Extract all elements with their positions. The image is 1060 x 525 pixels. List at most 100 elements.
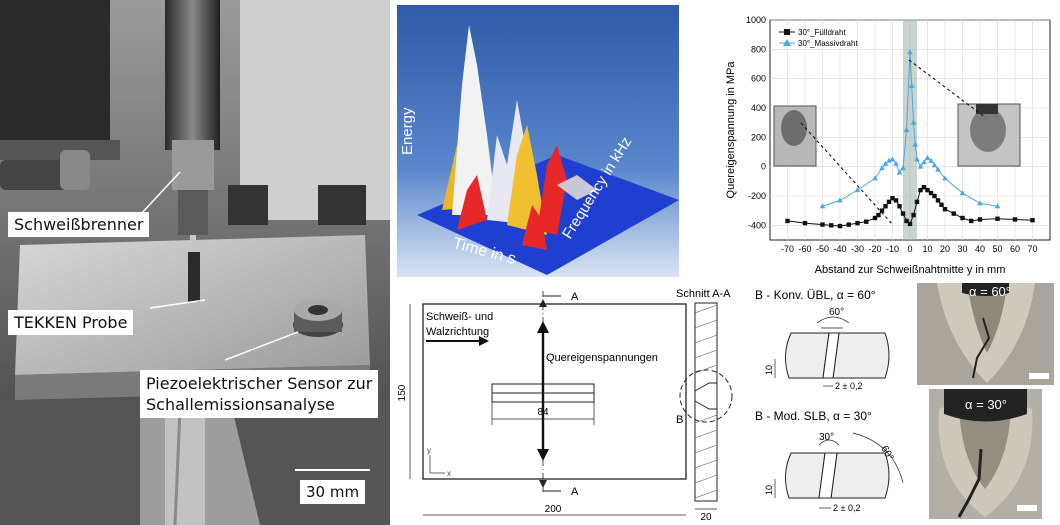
- series-1-point: [935, 198, 941, 203]
- spectro-energy-label: Energy: [399, 107, 416, 155]
- chart-y-label: Quereigenspannung in MPa: [725, 61, 737, 199]
- y-tick-label: 600: [751, 74, 766, 84]
- inset-left-micrograph: [773, 105, 817, 167]
- label-sensor: Piezoelektrischer Sensor zur Schallemiss…: [140, 370, 379, 418]
- cut-detail-label: B: [676, 414, 683, 426]
- groove-bottom-gap: 2 ± 0,2: [833, 503, 860, 513]
- series-2-point: [819, 203, 826, 209]
- series-1-point: [921, 185, 927, 190]
- groove-top-height: 10: [764, 365, 774, 375]
- series-1-point: [928, 190, 934, 196]
- x-tick-label: -20: [868, 244, 881, 254]
- groove-top-gap: 2 ± 0,2: [835, 381, 862, 391]
- specimen-plate: [422, 303, 687, 480]
- spectrogram-drawing: [397, 5, 679, 277]
- series-2-point: [977, 200, 983, 206]
- series-1-point: [876, 212, 881, 218]
- macro-top-label: α = 60°: [969, 284, 1011, 299]
- section-marker-top: A: [571, 291, 579, 303]
- series-2-point: [900, 165, 906, 171]
- specimen-drawing: A A Schweiß- und Walzrichtung Quereigens…: [393, 283, 753, 525]
- series-1-point: [802, 220, 808, 226]
- groove-top-angle: 60°: [829, 307, 844, 318]
- dim-150: 150: [397, 384, 408, 401]
- groove-details: B - Konv. ÜBL, α = 60° 60° 10 2 ± 0,2 B …: [753, 283, 913, 525]
- series-2-point: [931, 162, 938, 168]
- series-1-point: [864, 219, 869, 224]
- series-1-point: [914, 199, 920, 205]
- axis-x-label: x: [447, 469, 451, 478]
- cut-title: Schnitt A-A: [676, 288, 731, 300]
- y-tick-label: 200: [751, 132, 766, 142]
- series-1-point: [872, 215, 878, 221]
- series-1-point: [893, 198, 899, 203]
- series-2-point: [893, 160, 899, 166]
- series-1-point: [883, 204, 888, 209]
- series-1-point: [907, 221, 913, 227]
- x-tick-label: -40: [833, 244, 846, 254]
- groove-bottom-drawing: 30° 60° 10 2 ± 0,2: [764, 432, 904, 513]
- scale-bar-label: 30 mm: [300, 480, 366, 504]
- x-tick-label: -50: [816, 244, 829, 254]
- series-2-point: [908, 83, 915, 88]
- series-2-point: [912, 141, 919, 147]
- series-2-point: [889, 156, 896, 162]
- weld-center-band: [903, 20, 917, 240]
- series-1-point: [846, 222, 851, 227]
- y-tick-label: 400: [751, 103, 766, 113]
- groove-bottom-angle-a: 30°: [819, 432, 834, 443]
- groove-top-drawing: 60° 10 2 ± 0,2: [764, 307, 890, 391]
- chart-legend: 30°_Fülldraht 30°_Massivdraht: [776, 25, 858, 49]
- series-2-point: [942, 175, 948, 181]
- series-1-point: [969, 218, 974, 224]
- series-1-point: [918, 187, 923, 193]
- series-2-point: [910, 119, 917, 125]
- series-1-point: [829, 223, 834, 228]
- series-1-point: [960, 215, 965, 221]
- x-tick-label: 70: [1027, 244, 1037, 254]
- series-1-point: [942, 207, 948, 212]
- x-tick-label: 50: [992, 244, 1002, 254]
- series-2-point: [924, 154, 931, 160]
- setup-photo-drawing: [0, 0, 390, 525]
- y-tick-label: 0: [761, 162, 766, 172]
- x-tick-label: 10: [922, 244, 932, 254]
- macro-section-top: α = 60°: [917, 283, 1054, 385]
- y-tick-label: -200: [748, 191, 766, 201]
- series-1-point: [1030, 218, 1035, 223]
- series-2-point: [837, 197, 843, 203]
- x-tick-label: 40: [975, 244, 985, 254]
- series-1-point: [890, 196, 895, 201]
- series-1-point: [820, 222, 825, 227]
- groove-bottom-height: 10: [764, 485, 774, 495]
- macro-bottom-label: α = 30°: [965, 397, 1007, 412]
- x-tick-label: -70: [781, 244, 794, 254]
- spectrogram-3d: Energy Time in s Frequency in kHz: [397, 5, 679, 277]
- series-1-point: [932, 193, 937, 199]
- series-2-point: [903, 127, 910, 132]
- series-2-point: [886, 157, 892, 163]
- x-tick-label: 60: [1010, 244, 1020, 254]
- series-1-point: [837, 223, 843, 229]
- macro-bottom-svg: [929, 389, 1042, 519]
- x-tick-label: 0: [907, 244, 912, 254]
- label-sensor-line1: Piezoelektrischer Sensor zur: [146, 374, 373, 393]
- cut-section: [694, 302, 718, 502]
- direction-label-line2: Walzrichtung: [426, 326, 489, 338]
- dim-20: 20: [700, 512, 712, 523]
- legend-series-1: 30°_Fülldraht: [798, 28, 846, 37]
- series-1-point: [995, 216, 1000, 221]
- series-1-point: [897, 204, 902, 209]
- series-1-point: [951, 211, 956, 216]
- series-2-point: [882, 160, 889, 166]
- series-2-point: [921, 159, 927, 165]
- x-tick-label: -60: [798, 244, 811, 254]
- series-1-point: [925, 187, 930, 193]
- inset-right-micrograph: [957, 103, 1021, 167]
- series-1-point: [939, 202, 944, 207]
- chart-x-label: Abstand zur Schweißnahtmitte y in mm: [815, 264, 1006, 276]
- x-tick-label: 30: [957, 244, 967, 254]
- section-marker-bottom: A: [571, 486, 579, 498]
